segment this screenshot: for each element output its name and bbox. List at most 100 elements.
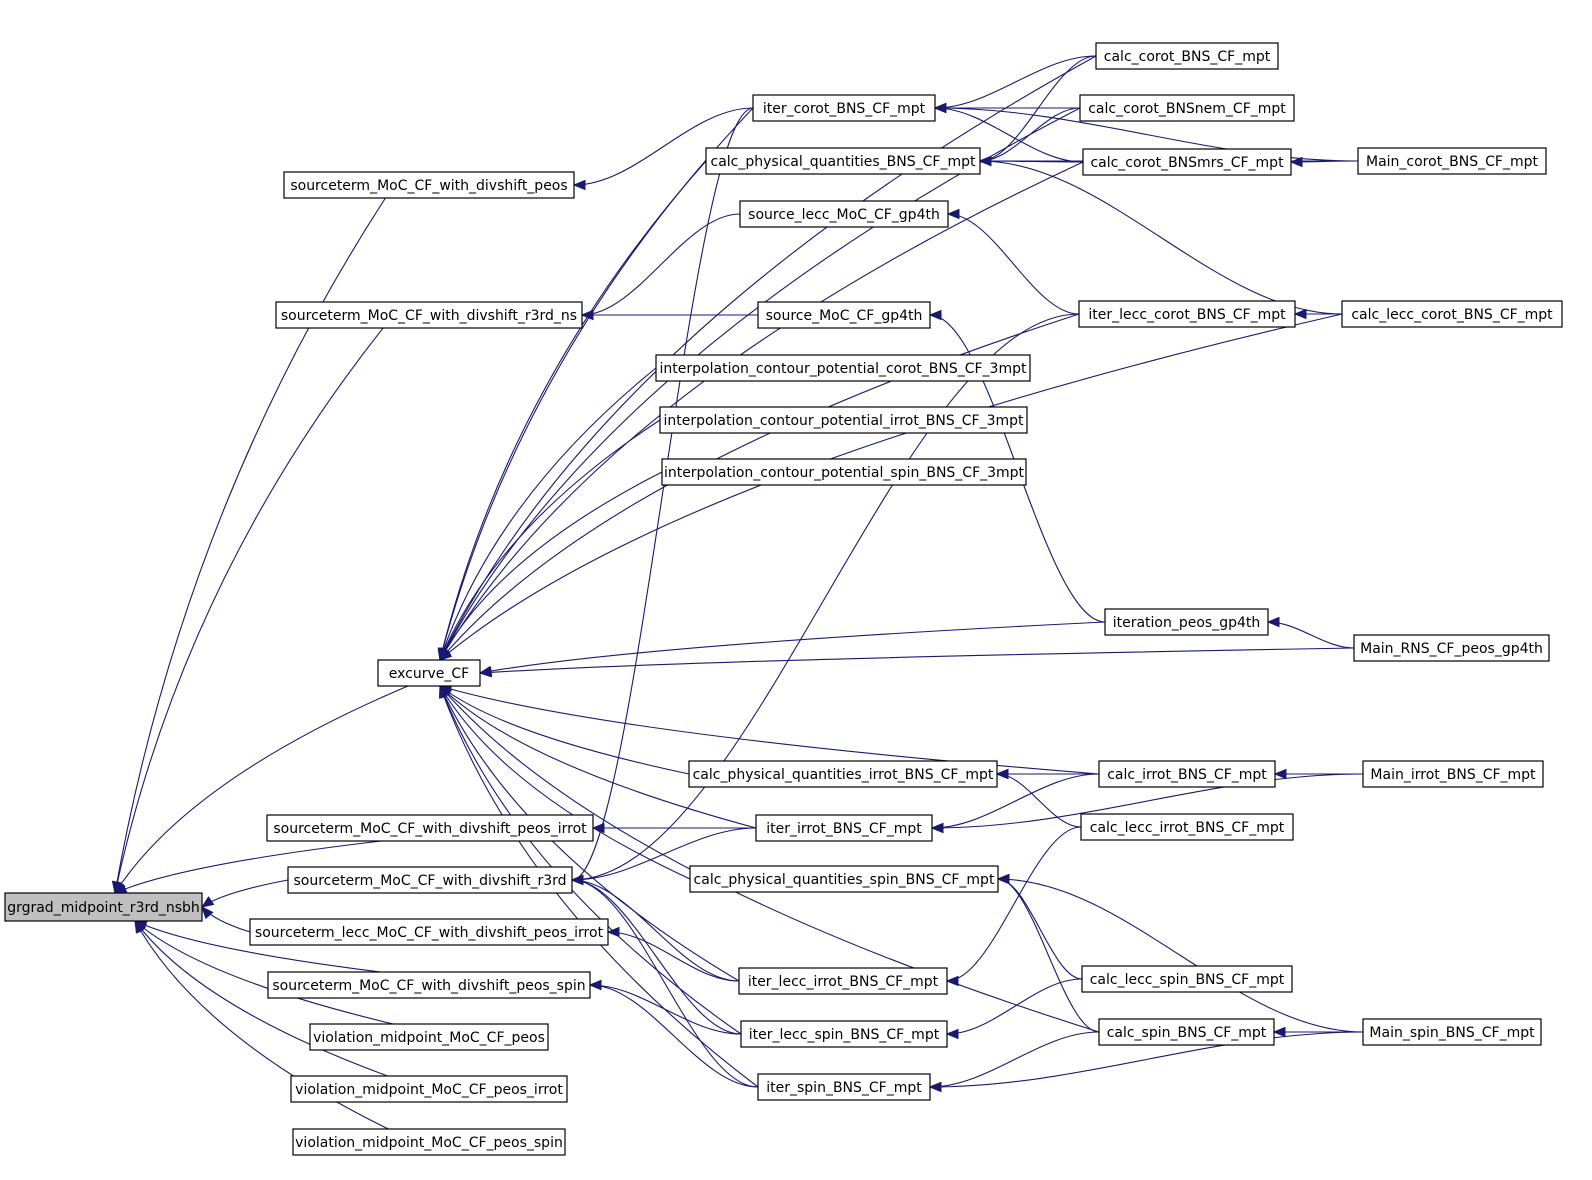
node-main-corot[interactable]: Main_corot_BNS_CF_mpt xyxy=(1357,147,1547,175)
node-interp-spin[interactable]: interpolation_contour_potential_spin_BNS… xyxy=(661,458,1027,486)
arrowhead-icon xyxy=(928,309,942,321)
node-viol-peos[interactable]: violation_midpoint_MoC_CF_peos xyxy=(309,1023,549,1051)
edge-line xyxy=(589,984,742,1035)
node-box xyxy=(659,406,1028,434)
node-excurve[interactable]: excurve_CF xyxy=(377,659,481,687)
edge-iter-irrot-to-st-peos-irrot xyxy=(591,822,757,834)
node-iter-corot[interactable]: iter_corot_BNS_CF_mpt xyxy=(752,94,936,122)
node-calc-phys-irrot[interactable]: calc_physical_quantities_irrot_BNS_CF_mp… xyxy=(688,760,998,788)
node-box xyxy=(275,301,583,329)
arrowhead-icon xyxy=(580,309,594,321)
node-label: grgrad_midpoint_r3rd_nsbh xyxy=(7,900,200,916)
edge-viol-peos-spin-to-grgrad xyxy=(134,919,389,1130)
node-label: calc_lecc_corot_BNS_CF_mpt xyxy=(1351,307,1553,323)
edge-line xyxy=(571,827,757,881)
node-src-lecc-gp4th[interactable]: source_lecc_MoC_CF_gp4th xyxy=(739,200,949,228)
edge-calc-lecc-corot-to-calc-phys-corot xyxy=(978,155,1343,315)
edge-calc-lecc-spin-to-iter-lecc-spin xyxy=(945,978,1083,1040)
node-calc-lecc-spin[interactable]: calc_lecc_spin_BNS_CF_mpt xyxy=(1081,965,1293,993)
node-src-gp4th[interactable]: source_MoC_CF_gp4th xyxy=(757,301,931,329)
edge-iter-corot-to-st-peos xyxy=(572,107,754,191)
node-box xyxy=(739,200,949,228)
node-box xyxy=(1095,42,1279,70)
edge-iter-spin-to-st-peos-spin xyxy=(588,979,759,1088)
node-calc-corot[interactable]: calc_corot_BNS_CF_mpt xyxy=(1095,42,1279,70)
edge-iter-lecc-spin-to-st-r3rd xyxy=(570,874,742,1035)
node-main-irrot[interactable]: Main_irrot_BNS_CF_mpt xyxy=(1362,760,1544,788)
node-viol-peos-spin[interactable]: violation_midpoint_MoC_CF_peos_spin xyxy=(292,1128,566,1156)
arrowhead-icon xyxy=(1289,156,1303,168)
node-st-peos[interactable]: sourceterm_MoC_CF_with_divshift_peos xyxy=(283,171,575,199)
arrowhead-icon xyxy=(201,906,214,920)
node-main-spin[interactable]: Main_spin_BNS_CF_mpt xyxy=(1362,1018,1542,1046)
edge-line xyxy=(114,840,382,894)
node-box xyxy=(1362,1018,1542,1046)
node-interp-irrot[interactable]: interpolation_contour_potential_irrot_BN… xyxy=(659,406,1028,434)
node-st-lecc-peos-irrot[interactable]: sourceterm_lecc_MoC_CF_with_divshift_peo… xyxy=(249,918,609,946)
node-st-r3rd-ns[interactable]: sourceterm_MoC_CF_with_divshift_r3rd_ns xyxy=(275,301,583,329)
node-calc-irrot[interactable]: calc_irrot_BNS_CF_mpt xyxy=(1098,760,1276,788)
node-box xyxy=(688,760,998,788)
node-label: interpolation_contour_potential_corot_BN… xyxy=(660,361,1027,377)
node-interp-corot[interactable]: interpolation_contour_potential_corot_BN… xyxy=(655,354,1031,382)
edge-line xyxy=(979,160,1343,315)
edge-main-corot-to-calc-corot-mrs xyxy=(1289,156,1359,168)
node-label: calc_corot_BNS_CF_mpt xyxy=(1104,49,1271,65)
edge-line xyxy=(439,367,657,661)
edge-line xyxy=(607,931,740,982)
node-calc-spin[interactable]: calc_spin_BNS_CF_mpt xyxy=(1098,1018,1275,1046)
arrowhead-icon xyxy=(478,667,492,678)
edge-main-spin-to-calc-phys-spin xyxy=(996,873,1364,1033)
edge-iteration-peos-to-excurve xyxy=(478,621,1106,677)
node-box xyxy=(1078,300,1296,328)
node-iter-spin[interactable]: iter_spin_BNS_CF_mpt xyxy=(757,1073,931,1101)
node-iter-irrot[interactable]: iter_irrot_BNS_CF_mpt xyxy=(755,814,933,842)
node-box xyxy=(1357,147,1547,175)
edge-line xyxy=(439,471,663,661)
node-box xyxy=(1341,300,1563,328)
node-calc-corot-nem[interactable]: calc_corot_BNSnem_CF_mpt xyxy=(1079,94,1295,122)
node-calc-phys-spin[interactable]: calc_physical_quantities_spin_BNS_CF_mpt xyxy=(689,865,999,893)
node-calc-corot-mrs[interactable]: calc_corot_BNSmrs_CF_mpt xyxy=(1082,148,1292,176)
node-label: calc_lecc_irrot_BNS_CF_mpt xyxy=(1090,820,1285,836)
node-st-peos-spin[interactable]: sourceterm_MoC_CF_with_divshift_peos_spi… xyxy=(267,971,591,999)
edge-calc-lecc-corot-to-iter-lecc-corot xyxy=(1293,308,1342,320)
arrowhead-icon xyxy=(945,975,959,987)
edge-line xyxy=(571,313,1080,881)
node-iter-lecc-irrot[interactable]: iter_lecc_irrot_BNS_CF_mpt xyxy=(738,967,948,995)
node-box xyxy=(4,892,203,922)
node-box xyxy=(689,865,999,893)
node-calc-lecc-corot[interactable]: calc_lecc_corot_BNS_CF_mpt xyxy=(1341,300,1563,328)
node-label: calc_physical_quantities_irrot_BNS_CF_mp… xyxy=(693,767,994,783)
node-box xyxy=(1098,760,1276,788)
arrowhead-icon xyxy=(978,155,992,167)
node-main-rns[interactable]: Main_RNS_CF_peos_gp4th xyxy=(1353,634,1550,662)
node-grgrad[interactable]: grgrad_midpoint_r3rd_nsbh xyxy=(4,892,203,922)
node-iter-lecc-corot[interactable]: iter_lecc_corot_BNS_CF_mpt xyxy=(1078,300,1296,328)
node-label: calc_spin_BNS_CF_mpt xyxy=(1107,1025,1267,1041)
edge-iter-lecc-corot-to-src-lecc-gp4th xyxy=(946,208,1080,315)
edge-main-rns-to-excurve xyxy=(478,647,1355,678)
edge-line xyxy=(996,773,1082,828)
node-viol-peos-irrot[interactable]: violation_midpoint_MoC_CF_peos_irrot xyxy=(290,1075,568,1103)
node-label: source_lecc_MoC_CF_gp4th xyxy=(748,207,940,223)
node-box xyxy=(752,94,936,122)
node-iteration-peos[interactable]: iteration_peos_gp4th xyxy=(1104,608,1269,636)
edge-line xyxy=(947,213,1080,315)
arrowhead-icon xyxy=(570,874,584,886)
node-box xyxy=(740,1020,948,1048)
node-st-r3rd[interactable]: sourceterm_MoC_CF_with_divshift_r3rd xyxy=(287,866,573,894)
edge-iter-spin-to-st-r3rd xyxy=(570,874,759,1088)
node-label: Main_spin_BNS_CF_mpt xyxy=(1369,1025,1535,1041)
edge-line xyxy=(201,879,289,908)
node-calc-phys-corot[interactable]: calc_physical_quantities_BNS_CF_mpt xyxy=(705,147,981,175)
edge-calc-lecc-irrot-to-iter-lecc-irrot xyxy=(945,826,1082,987)
edge-line xyxy=(929,1031,1100,1088)
edge-line xyxy=(439,160,707,661)
node-st-peos-irrot[interactable]: sourceterm_MoC_CF_with_divshift_peos_irr… xyxy=(266,814,594,842)
node-label: calc_corot_BNSmrs_CF_mpt xyxy=(1090,155,1284,171)
edge-line xyxy=(114,197,386,894)
node-iter-lecc-spin[interactable]: iter_lecc_spin_BNS_CF_mpt xyxy=(740,1020,948,1048)
edge-calc-corot-mrs-to-excurve xyxy=(439,161,1084,662)
node-calc-lecc-irrot[interactable]: calc_lecc_irrot_BNS_CF_mpt xyxy=(1080,813,1294,841)
